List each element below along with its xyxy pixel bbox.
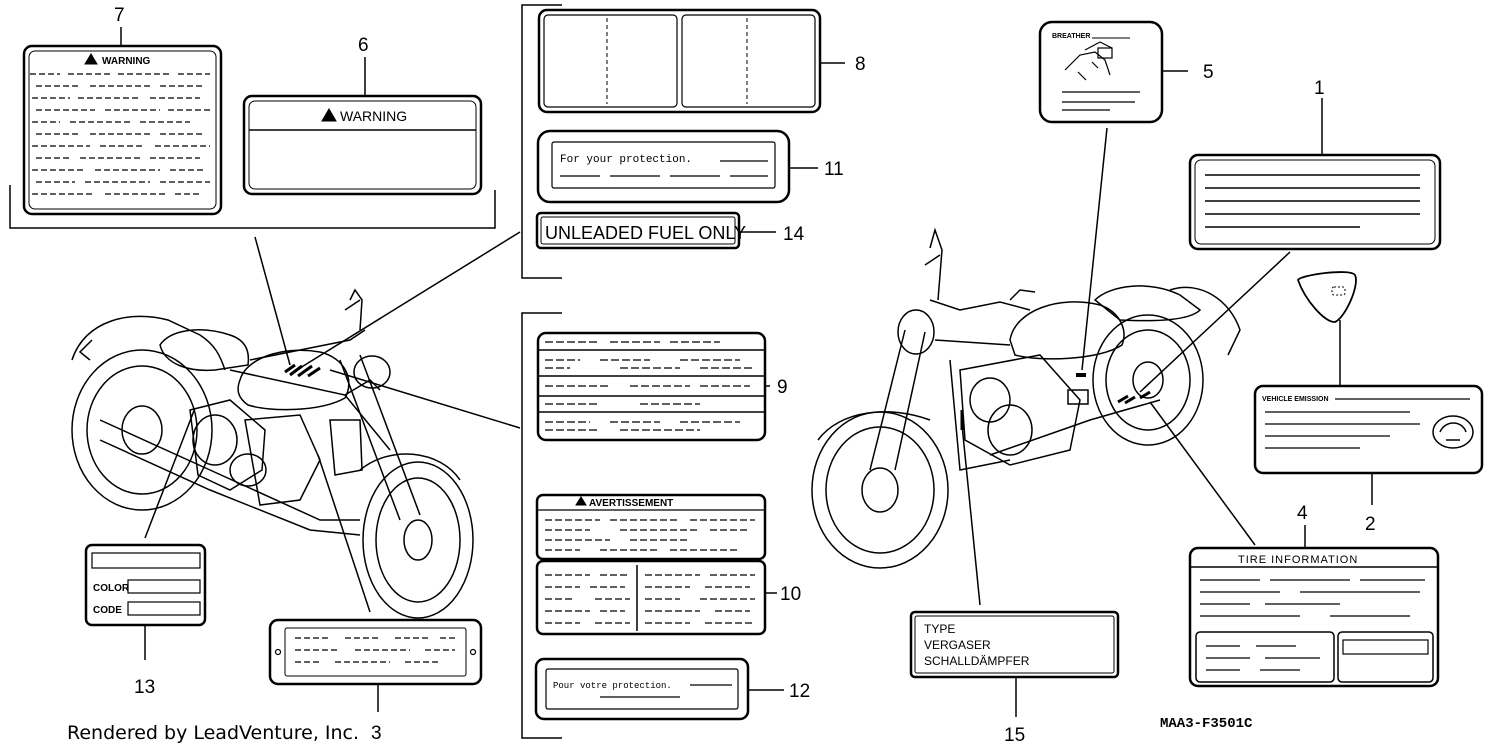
callout-1: 1 [1314, 78, 1325, 99]
label-14-unleaded-sticker[interactable] [535, 211, 741, 250]
label-2-vehicle-emission-sticker[interactable] [1253, 384, 1484, 475]
motorcycle-left-illustration [71, 288, 474, 619]
label-8-sticker[interactable] [537, 8, 822, 114]
leader-1-to-bike [1139, 251, 1291, 393]
label-15-type-sticker[interactable] [909, 610, 1120, 679]
leader-tank-to-bracket-67 [254, 236, 291, 366]
color-label: COLOR [93, 583, 130, 594]
callout-13: 13 [134, 677, 155, 698]
label-10-avertissement-sticker[interactable] [535, 493, 767, 636]
callout-15: 15 [1004, 725, 1025, 746]
callout-9: 9 [777, 377, 788, 398]
label-4-tire-information-sticker[interactable] [1188, 546, 1440, 688]
motorcycle-right-illustration [811, 227, 1241, 569]
callout-12: 12 [789, 681, 810, 702]
label-9-sticker[interactable] [536, 331, 767, 442]
leader-5-to-bike [1081, 127, 1108, 371]
breather-text: BREATHER [1052, 33, 1090, 40]
callout-14: 14 [783, 224, 805, 245]
label-3-sticker[interactable] [268, 618, 483, 686]
callout-4: 4 [1297, 503, 1308, 524]
warning-triangle-icon [575, 496, 587, 506]
type-text: TYPE [924, 622, 955, 636]
leader-15-to-bike [961, 424, 981, 606]
vehicle-emission-text: VEHICLE EMISSION [1262, 396, 1329, 403]
warning-triangle-icon [84, 53, 98, 65]
group-bracket-top-left [9, 185, 496, 229]
callout-6: 6 [358, 35, 369, 56]
rendered-by-text: Rendered by LeadVenture, Inc. [67, 722, 359, 744]
label-7-warning-sticker[interactable] [22, 44, 223, 216]
callout-3: 3 [371, 723, 382, 744]
protection-en-text: For your protection. [560, 154, 692, 166]
label-5-breather-sticker[interactable] [1038, 20, 1164, 124]
leader-tank-to-bracket-9-12 [329, 369, 521, 429]
callout-11: 11 [824, 159, 844, 180]
protection-fr-text: Pour votre protection. [553, 681, 672, 691]
label-2-small-decal[interactable] [1297, 271, 1357, 323]
vergaser-text: VERGASER [924, 638, 991, 652]
label-6-warning-sticker[interactable] [242, 94, 483, 196]
schalldampfer-text: SCHALLDÄMPFER [924, 654, 1030, 668]
callout-5: 5 [1203, 62, 1214, 83]
label-12-protection-fr-sticker[interactable] [534, 657, 750, 721]
tire-information-text: TIRE INFORMATION [1238, 554, 1358, 566]
warning-7-heading: WARNING [102, 56, 151, 67]
callout-2: 2 [1365, 514, 1376, 535]
leader-tank-to-11 [299, 231, 521, 369]
warning-6-heading: WARNING [340, 108, 407, 124]
unleaded-fuel-text: UNLEADED FUEL ONLY [545, 223, 746, 243]
callout-8: 8 [855, 54, 866, 75]
callout-10: 10 [780, 584, 801, 605]
label-11-protection-sticker[interactable] [536, 129, 791, 204]
leader-4-to-bike [1149, 401, 1256, 546]
warning-triangle-icon [321, 108, 337, 122]
label-13-color-code-sticker[interactable] [84, 543, 207, 627]
avertissement-heading: AVERTISSEMENT [589, 498, 673, 509]
code-label: CODE [93, 605, 122, 616]
callout-7: 7 [114, 5, 125, 26]
diagram-code: MAA3-F3501C [1160, 716, 1253, 732]
group-bracket-bottom-center [521, 312, 562, 739]
leader-13 [144, 407, 196, 539]
leader-3 [317, 454, 371, 613]
group-bracket-top-center [521, 4, 562, 279]
label-1-sticker[interactable] [1188, 153, 1442, 251]
